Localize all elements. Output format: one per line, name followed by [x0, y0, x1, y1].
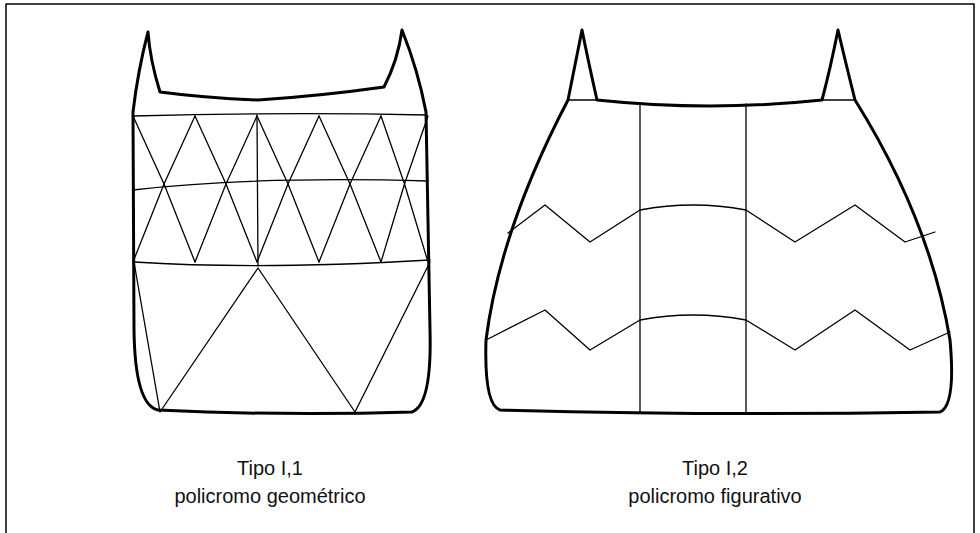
vessel-outline	[486, 30, 952, 414]
panel-lines	[486, 100, 950, 412]
frame	[6, 4, 974, 533]
type-label: Tipo I,1	[237, 456, 303, 480]
type-label: Tipo I,2	[682, 456, 748, 480]
band-lines	[133, 114, 430, 412]
style-label: policromo geométrico	[174, 484, 365, 508]
style-label: policromo figurativo	[628, 484, 801, 508]
vessel-outline	[133, 30, 430, 414]
